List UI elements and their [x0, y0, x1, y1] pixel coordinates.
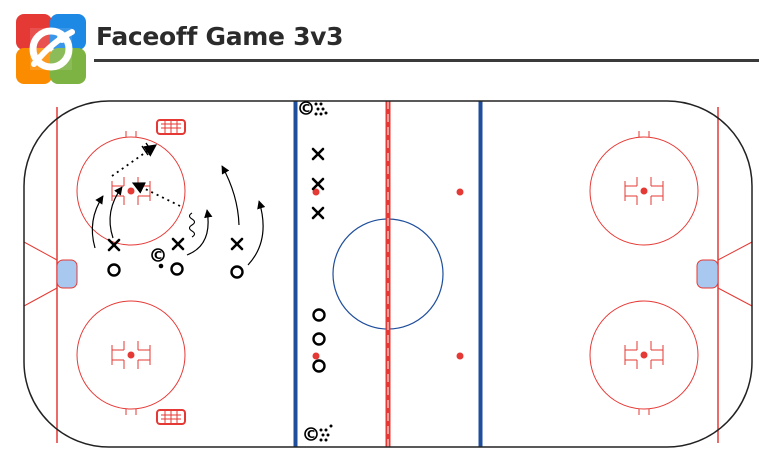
coach-marker-center: C [151, 248, 165, 269]
coach-label: C [154, 249, 162, 262]
defender-x [311, 177, 325, 191]
crease-right [696, 259, 719, 289]
trapezoid-line [717, 241, 753, 261]
faceoff-circle-bottom-right [589, 300, 699, 415]
skate-path-arrow [91, 195, 104, 249]
coach-marker-bottom: C [304, 424, 333, 442]
offense-player-o [170, 262, 184, 276]
offense-player-o [230, 265, 244, 279]
trapezoid-line [717, 287, 753, 307]
defender-x [230, 237, 244, 251]
offense-player-o [107, 263, 121, 277]
puck-pile [314, 102, 328, 116]
faceoff-circle-bottom-left [76, 300, 186, 415]
title-underline [94, 59, 759, 62]
coach-label: C [302, 102, 310, 115]
logo-red-quadrant [16, 14, 52, 50]
rink-boards [23, 100, 753, 448]
offense-player-o [312, 332, 326, 346]
defender-x [107, 238, 121, 252]
neutral-faceoff-dot [312, 352, 320, 360]
puck [158, 263, 164, 269]
pass-dotted-arrow [131, 182, 181, 207]
faceoff-circle-top-left [76, 131, 186, 246]
drill-app-logo [16, 14, 86, 84]
net-top-left [156, 119, 186, 135]
skate-path-arrow [109, 186, 123, 239]
neutral-faceoff-dot [456, 352, 464, 360]
page-title: Faceoff Game 3v3 [96, 22, 344, 51]
defender-x [311, 147, 325, 161]
logo-dot [57, 33, 67, 43]
logo-swoosh [31, 29, 75, 67]
offense-player-o [312, 308, 326, 322]
blue-line-left [293, 101, 298, 447]
shot-arrow-tick [141, 145, 149, 156]
skate-path-arrow [221, 165, 240, 226]
neutral-faceoff-dot [456, 188, 464, 196]
shot-dotted-arrow [111, 144, 158, 177]
defender-x [311, 206, 325, 220]
net-bottom-left [156, 409, 186, 425]
puck-pile [319, 424, 333, 442]
coach-marker-top: C [299, 101, 328, 116]
crease-left [56, 259, 78, 289]
skate-path-arrow [186, 209, 213, 256]
offense-player-o [312, 359, 326, 373]
defender-x [171, 237, 185, 251]
trapezoid-line [23, 287, 58, 307]
trapezoid-line [23, 241, 58, 261]
puck-carry-squiggle [188, 212, 196, 238]
neutral-faceoff-dot [312, 188, 320, 196]
faceoff-circle-top-right [589, 131, 699, 246]
logo-ring [29, 27, 73, 71]
shot-arrow-tick [145, 142, 153, 153]
coach-label: C [307, 428, 315, 441]
skate-path-arrow [247, 200, 266, 266]
logo-green-quadrant [50, 48, 86, 84]
blue-line-right [478, 101, 483, 447]
